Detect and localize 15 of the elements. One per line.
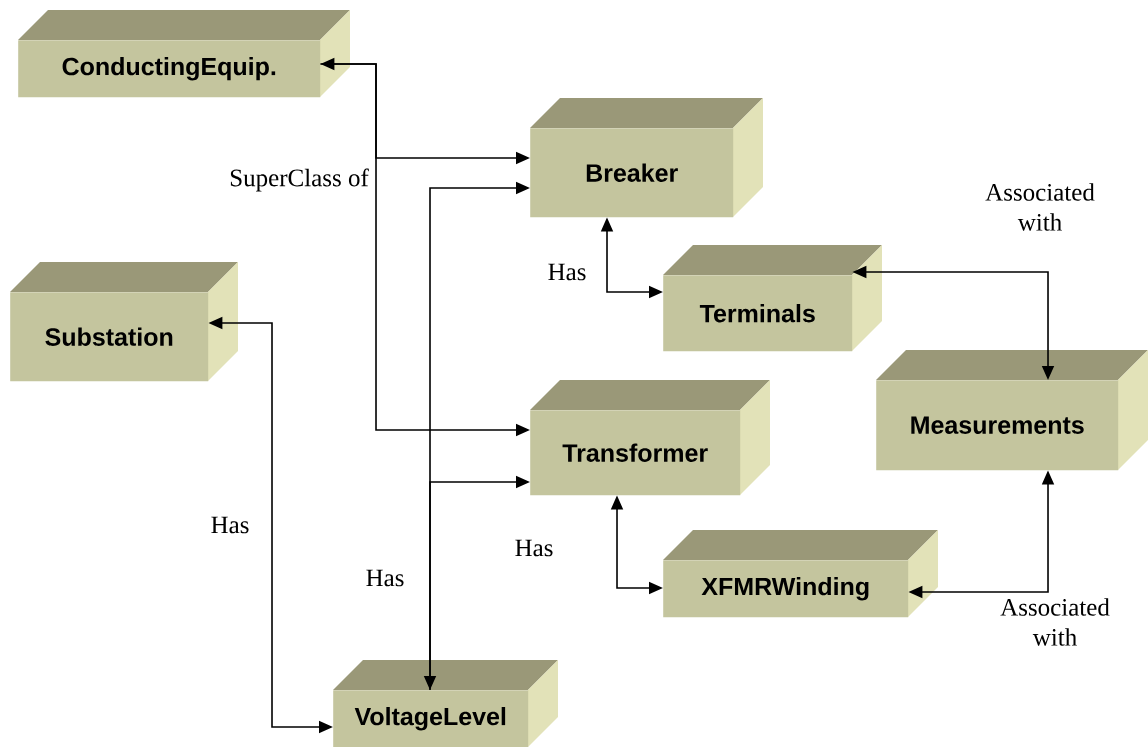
edge-label: Has xyxy=(515,539,553,557)
edge-label: Associated with xyxy=(985,183,1095,231)
edge-label: Has xyxy=(211,516,249,534)
edge-label: Has xyxy=(548,263,586,281)
edge-label: SuperClass of xyxy=(230,168,369,192)
box-3d: VoltageLevel xyxy=(333,660,558,747)
box-3d: ConductingEquip. xyxy=(18,10,350,98)
box-3d: Transformer xyxy=(530,380,770,496)
edge-label: Associated with xyxy=(1000,598,1110,646)
box-3d: Terminals xyxy=(663,245,882,352)
edge-label: Has xyxy=(366,569,404,587)
box-3d: Substation xyxy=(10,262,238,382)
box-3d: Breaker xyxy=(530,98,763,218)
box-3d: Measurements xyxy=(876,350,1148,471)
box-3d: XFMRWinding xyxy=(663,530,938,618)
